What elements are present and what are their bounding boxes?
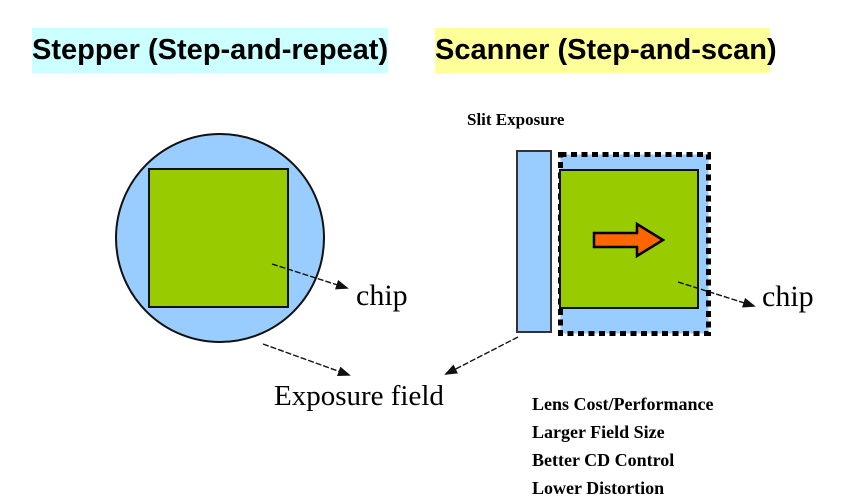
stepper-header: Stepper (Step-and-repeat) <box>32 28 388 73</box>
scanner-chip-label: chip <box>762 280 814 313</box>
benefit-line: Better CD Control <box>532 450 675 470</box>
benefit-line: Lower Distortion <box>532 478 665 498</box>
scanner-header: Scanner (Step-and-scan) <box>435 28 777 73</box>
scanner-benefits-list: Lens Cost/Performance Larger Field Size … <box>532 390 713 502</box>
stepper-chip-label: chip <box>356 279 408 312</box>
slit-exposure-label: Slit Exposure <box>467 110 565 129</box>
benefit-line: Larger Field Size <box>532 422 665 442</box>
slit-rect <box>516 150 552 333</box>
exposure-field-label: Exposure field <box>274 380 444 412</box>
slit-exposure-field-arrow <box>444 336 519 375</box>
scan-direction-arrow-icon <box>592 221 666 259</box>
stepper-exposure-field-arrow <box>262 343 351 376</box>
benefit-line: Lens Cost/Performance <box>532 394 714 414</box>
stepper-chip-square <box>148 168 289 308</box>
